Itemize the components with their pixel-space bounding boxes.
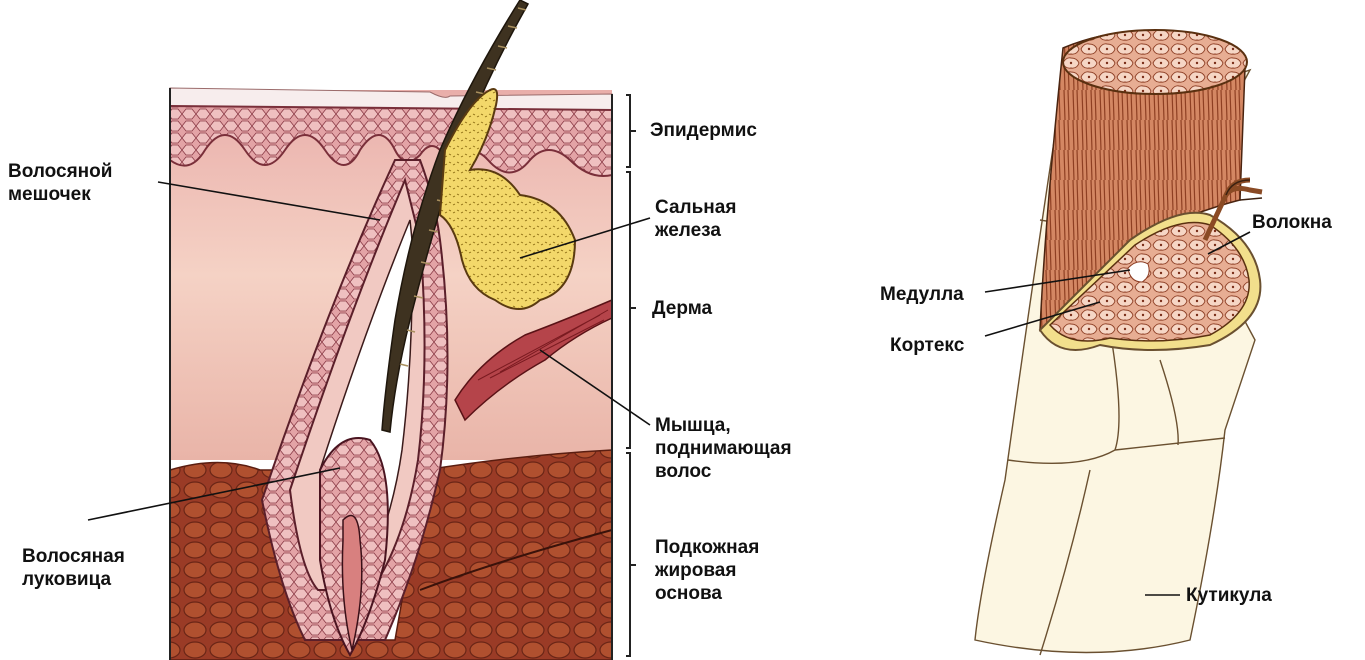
label-cortex: Кортекс xyxy=(890,334,964,357)
bracket-dermis xyxy=(626,172,636,448)
label-medulla: Медулла xyxy=(880,283,964,306)
label-epidermis: Эпидермис xyxy=(650,119,757,142)
label-sebaceous-gland: Сальная железа xyxy=(655,196,736,242)
top-cross-section xyxy=(1063,30,1247,94)
label-cuticle: Кутикула xyxy=(1186,584,1272,607)
label-bulb: Волосяная луковица xyxy=(22,545,125,591)
label-subcutaneous: Подкожная жировая основа xyxy=(655,536,759,605)
label-fibres: Волокна xyxy=(1252,211,1332,234)
layer-brackets xyxy=(626,95,636,656)
label-dermis: Дерма xyxy=(652,297,712,320)
bracket-epidermis xyxy=(626,95,636,167)
hair-shaft-cylinder xyxy=(975,30,1262,655)
label-arrector-muscle: Мышца, поднимающая волос xyxy=(655,414,792,483)
bracket-subcutaneous xyxy=(626,453,636,656)
skin-cross-section xyxy=(170,0,612,660)
label-follicle: Волосяной мешочек xyxy=(8,160,112,206)
